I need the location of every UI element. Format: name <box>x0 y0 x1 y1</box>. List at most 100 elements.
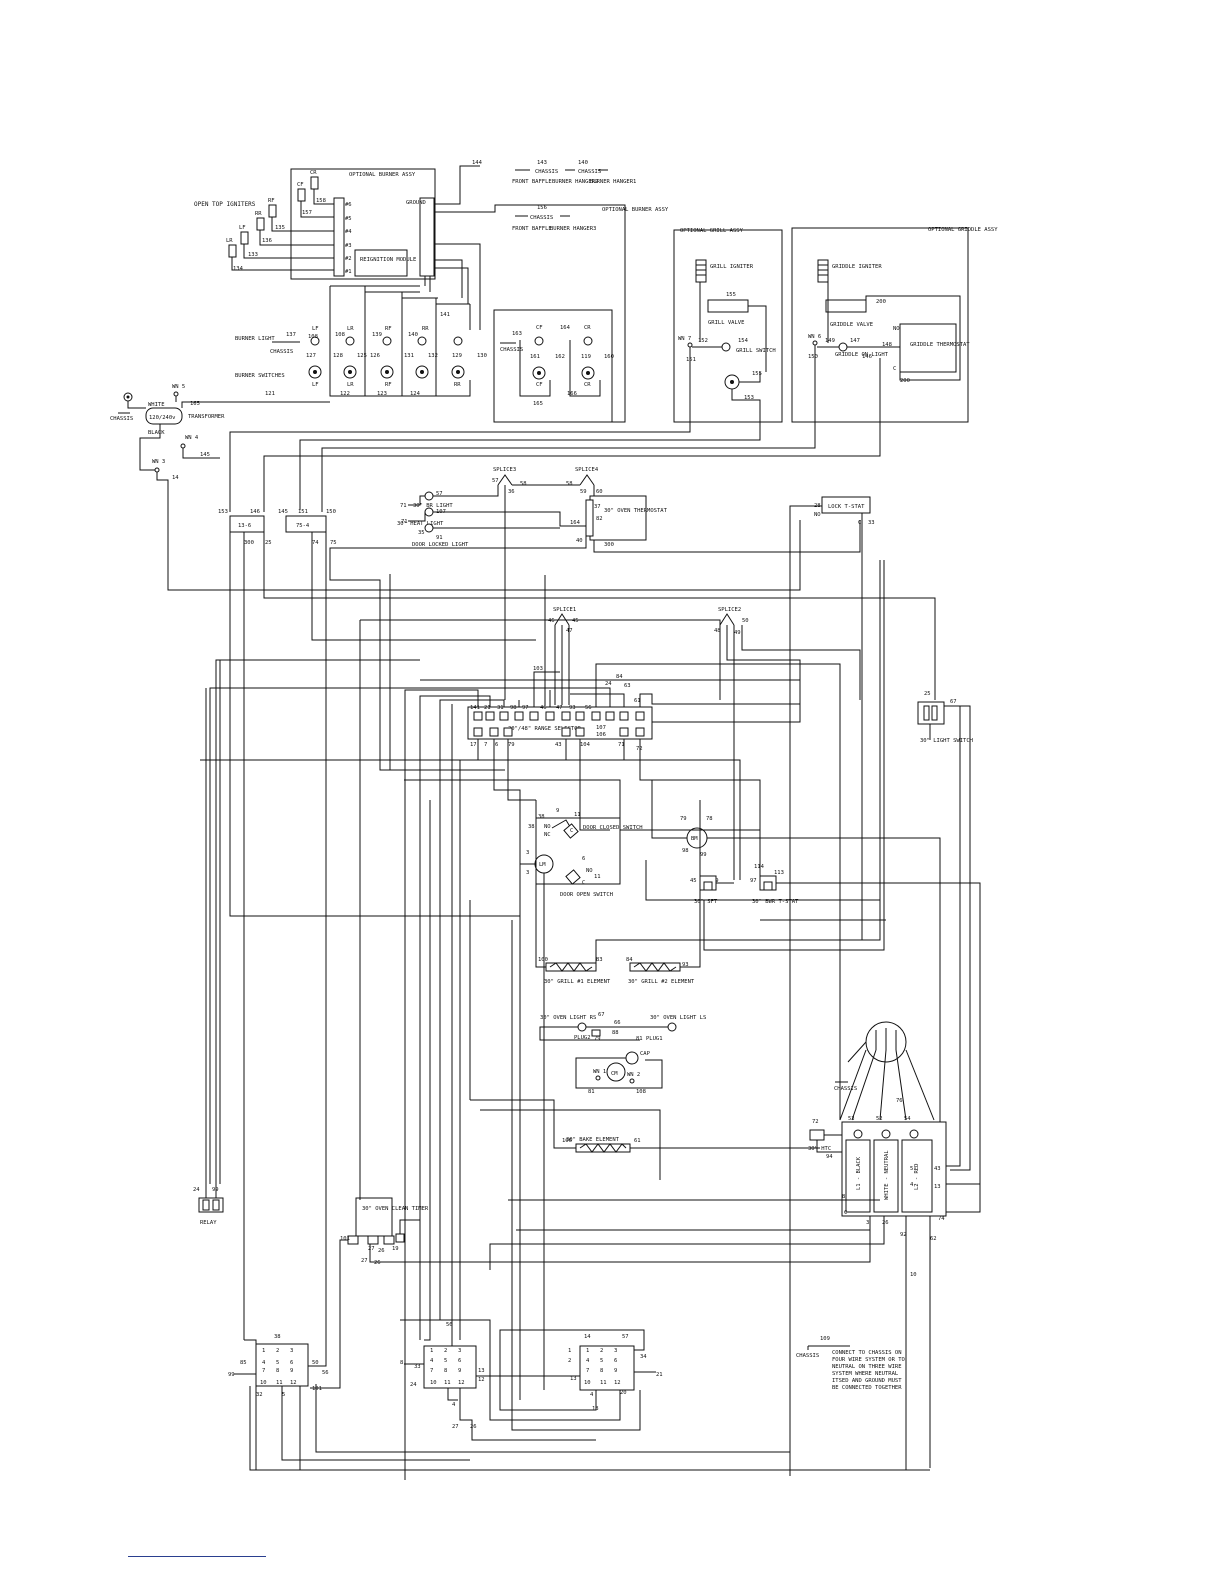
svg-text:164: 164 <box>560 325 571 331</box>
svg-text:35: 35 <box>418 530 425 536</box>
svg-text:93: 93 <box>569 705 576 711</box>
svg-text:CHASSIS: CHASSIS <box>110 416 133 422</box>
svg-text:17: 17 <box>470 742 477 748</box>
svg-text:#2: #2 <box>345 256 352 262</box>
svg-text:RR: RR <box>422 326 429 332</box>
svg-text:300: 300 <box>244 540 254 546</box>
svg-text:1: 1 <box>262 1348 265 1354</box>
grill-element2-label: 30" GRILL #2 ELEMENT <box>628 979 695 985</box>
door-open-switch-label: DOOR OPEN SWITCH <box>560 892 613 898</box>
bake-element-label: 30" BAKE ELEMENT <box>566 1137 620 1143</box>
svg-text:104: 104 <box>580 742 591 748</box>
svg-text:144: 144 <box>472 160 483 166</box>
svg-text:CAP: CAP <box>640 1051 651 1057</box>
indicator-lights: 71 71 30" BR LIGHT 30" HEAT LIGHT 57 107… <box>397 491 469 548</box>
svg-text:30" OVEN THERMOSTAT: 30" OVEN THERMOSTAT <box>604 508 668 514</box>
svg-text:67: 67 <box>598 1012 605 1018</box>
svg-text:8: 8 <box>276 1368 279 1374</box>
svg-text:21: 21 <box>656 1372 663 1378</box>
svg-text:14: 14 <box>172 475 179 481</box>
svg-text:84: 84 <box>616 674 623 680</box>
svg-text:160: 160 <box>604 354 614 360</box>
svg-text:#5: #5 <box>345 216 352 222</box>
svg-text:59: 59 <box>580 489 587 495</box>
svg-text:124: 124 <box>410 391 421 397</box>
svg-text:81: 81 <box>636 1036 643 1042</box>
svg-text:149: 149 <box>825 338 835 344</box>
svg-text:11: 11 <box>594 874 601 880</box>
svg-text:134: 134 <box>233 266 244 272</box>
svg-text:108: 108 <box>335 332 345 338</box>
svg-text:#4: #4 <box>345 229 352 235</box>
svg-text:61: 61 <box>634 1138 641 1144</box>
svg-text:151: 151 <box>298 509 308 515</box>
svg-text:3: 3 <box>458 1348 461 1354</box>
svg-text:200: 200 <box>900 378 910 384</box>
svg-text:NO: NO <box>544 824 551 830</box>
svg-text:7: 7 <box>262 1368 265 1374</box>
svg-text:27: 27 <box>361 1258 368 1264</box>
svg-text:6: 6 <box>614 1358 617 1364</box>
grill-igniter-label: GRILL IGNITER <box>710 264 754 270</box>
svg-text:131: 131 <box>404 353 414 359</box>
svg-text:8: 8 <box>400 1360 403 1366</box>
svg-text:154: 154 <box>738 338 749 344</box>
svg-text:LF: LF <box>312 382 319 388</box>
svg-text:54: 54 <box>904 1116 911 1122</box>
chassis-grounds-top: 144 143 140 CHASSIS CHASSIS FRONT BAFFLE… <box>434 160 669 423</box>
relay-label: RELAY <box>200 1220 217 1226</box>
svg-text:162: 162 <box>555 354 565 360</box>
svg-text:CHASSIS: CHASSIS <box>500 347 523 353</box>
splice2-label: SPLICE2 <box>718 607 741 613</box>
svg-text:164: 164 <box>570 520 581 526</box>
svg-text:92: 92 <box>900 1232 907 1238</box>
svg-text:158: 158 <box>316 198 326 204</box>
svg-text:141: 141 <box>440 312 450 318</box>
svg-text:48: 48 <box>714 628 721 634</box>
svg-text:4: 4 <box>262 1360 266 1366</box>
open-top-igniters-label: OPEN TOP IGNITERS <box>194 201 256 208</box>
svg-text:200: 200 <box>876 299 886 305</box>
svg-text:88: 88 <box>612 1030 619 1036</box>
svg-text:4: 4 <box>590 1392 594 1398</box>
svg-text:WN 3: WN 3 <box>152 459 165 465</box>
svg-text:122: 122 <box>340 391 350 397</box>
grill-valve-label: GRILL VALVE <box>708 320 744 326</box>
svg-text:RF: RF <box>385 382 392 388</box>
svg-text:161: 161 <box>530 354 540 360</box>
chassis-note-text: CONNECT TO CHASSIS ON FOUR WIRE SYSTEM O… <box>832 1350 905 1391</box>
svg-text:12: 12 <box>458 1380 465 1386</box>
optional-grill-assy-label: OPTIONAL GRILL ASSY <box>680 228 744 234</box>
griddle-section: OPTIONAL GRIDDLE ASSY GRIDDLE IGNITER 20… <box>263 227 998 512</box>
svg-text:43: 43 <box>934 1166 941 1172</box>
svg-text:19: 19 <box>392 1246 399 1252</box>
svg-text:NO: NO <box>586 868 593 874</box>
svg-text:1: 1 <box>586 1348 589 1354</box>
svg-text:CHASSIS: CHASSIS <box>530 215 553 221</box>
svg-text:57: 57 <box>622 1334 629 1340</box>
svg-text:84: 84 <box>626 957 633 963</box>
transformer-rating: 120/240v <box>149 415 176 421</box>
svg-text:33: 33 <box>414 1364 421 1370</box>
svg-text:108: 108 <box>636 1089 646 1095</box>
svg-text:8: 8 <box>444 1368 447 1374</box>
griddle-valve-label: GRIDDLE VALVE <box>830 322 873 328</box>
svg-text:12: 12 <box>478 1377 485 1383</box>
transformer-label: TRANSFORMER <box>188 414 225 420</box>
svg-text:85: 85 <box>240 1360 247 1366</box>
bwr-tstat-label: 30" BWR T-STAT <box>752 899 799 905</box>
svg-text:119: 119 <box>581 354 591 360</box>
svg-text:72: 72 <box>812 1119 819 1125</box>
svg-text:10: 10 <box>260 1380 267 1386</box>
svg-text:109: 109 <box>820 1336 830 1342</box>
